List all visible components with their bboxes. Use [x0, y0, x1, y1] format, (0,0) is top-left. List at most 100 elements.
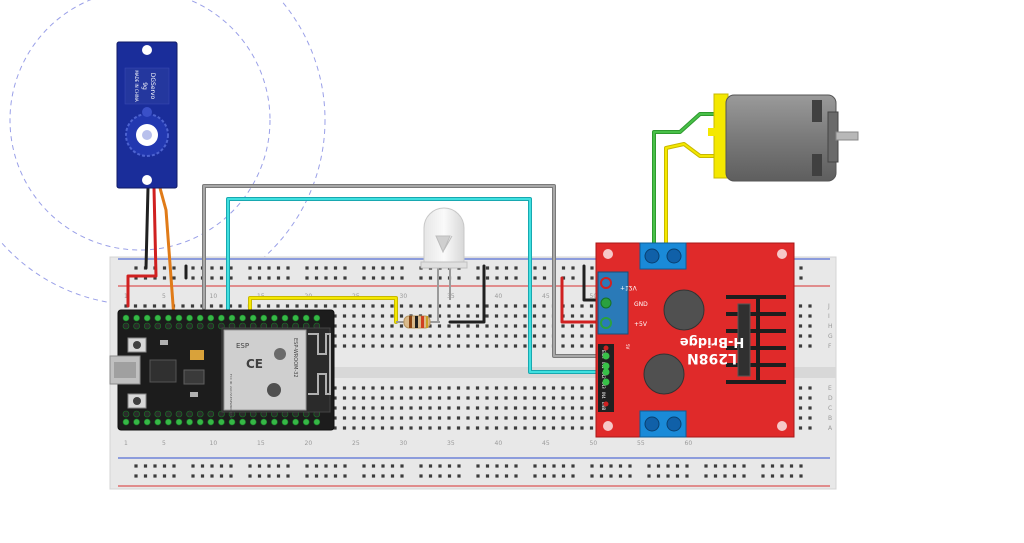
- breadboard-hole: [428, 314, 432, 318]
- breadboard-hole: [342, 324, 347, 328]
- esp32-pin: [175, 322, 183, 330]
- breadboard-hole: [504, 334, 508, 338]
- esp32-pin: [271, 314, 278, 322]
- breadboard-hole: [570, 324, 575, 328]
- breadboard-hole: [523, 426, 527, 430]
- breadboard-hole: [570, 304, 575, 308]
- breadboard-hole: [438, 464, 442, 468]
- esp32-pin: [196, 418, 204, 426]
- breadboard-hole: [656, 474, 661, 478]
- breadboard-hole: [789, 464, 794, 468]
- breadboard-hole: [542, 266, 547, 270]
- breadboard-hole: [570, 396, 575, 400]
- breadboard-hole: [390, 324, 394, 328]
- breadboard-hole: [513, 406, 518, 410]
- breadboard-hole: [229, 464, 233, 468]
- breadboard-hole: [798, 324, 803, 328]
- breadboard-hole: [808, 416, 812, 420]
- breadboard-hole: [494, 314, 499, 318]
- breadboard-hole: [513, 396, 518, 400]
- breadboard-hole: [380, 406, 385, 410]
- breadboard-hole: [551, 396, 556, 400]
- chip-label: L298N: [687, 350, 737, 366]
- breadboard-hole: [352, 344, 356, 348]
- breadboard-hole: [361, 416, 366, 420]
- breadboard-hole: [808, 386, 812, 390]
- breadboard-hole: [799, 464, 803, 468]
- breadboard-hole: [589, 386, 594, 390]
- esp32-pin: [122, 322, 130, 330]
- breadboard-hole: [381, 266, 385, 270]
- esp32-pin: [154, 410, 162, 418]
- breadboard-hole: [219, 474, 224, 478]
- breadboard-hole: [523, 304, 527, 308]
- breadboard-hole: [485, 386, 489, 390]
- breadboard-hole: [466, 386, 470, 390]
- breadboard-hole: [561, 464, 566, 468]
- breadboard-hole: [456, 386, 461, 390]
- column-number-label: 40: [495, 440, 503, 447]
- esp32-pin: [218, 314, 225, 322]
- breadboard-hole: [172, 474, 176, 478]
- breadboard-hole: [409, 344, 413, 348]
- breadboard-hole: [798, 314, 803, 318]
- breadboard-hole: [143, 304, 147, 308]
- breadboard-hole: [770, 474, 775, 478]
- breadboard-hole: [333, 276, 338, 280]
- column-number-label: 45: [542, 440, 550, 447]
- breadboard-hole: [333, 304, 337, 308]
- breadboard-hole: [352, 386, 356, 390]
- column-number-label: 30: [400, 293, 408, 300]
- breadboard-hole: [210, 464, 214, 468]
- breadboard-hole: [485, 304, 489, 308]
- breadboard-hole: [428, 276, 433, 280]
- breadboard-hole: [399, 406, 404, 410]
- breadboard-hole: [485, 266, 490, 270]
- breadboard-hole: [447, 474, 452, 478]
- breadboard-hole: [124, 304, 128, 308]
- breadboard-hole: [191, 266, 195, 270]
- breadboard-hole: [533, 276, 537, 280]
- breadboard-hole: [418, 344, 423, 348]
- breadboard-hole: [456, 304, 461, 308]
- esp32-pin: [196, 410, 204, 418]
- esp32-pin: [122, 314, 130, 322]
- breadboard-hole: [504, 406, 508, 410]
- breadboard-hole: [494, 324, 499, 328]
- breadboard-hole: [191, 276, 195, 280]
- breadboard-hole: [371, 386, 375, 390]
- breadboard-hole: [257, 304, 261, 308]
- breadboard-hole: [589, 324, 594, 328]
- breadboard-hole: [267, 266, 271, 270]
- in2-label: IN2: [601, 372, 606, 379]
- breadboard-hole: [457, 464, 461, 468]
- breadboard-hole: [418, 386, 423, 390]
- breadboard-hole: [504, 314, 508, 318]
- breadboard-hole: [675, 464, 680, 468]
- esp32-pin: [133, 418, 140, 426]
- breadboard-hole: [466, 334, 470, 338]
- breadboard-hole: [495, 266, 499, 270]
- breadboard-hole: [428, 426, 432, 430]
- breadboard-hole: [399, 314, 404, 318]
- breadboard-hole: [134, 276, 138, 280]
- esp32-pin: [302, 314, 310, 322]
- breadboard-hole: [143, 474, 148, 478]
- breadboard-hole: [380, 416, 385, 420]
- breadboard-hole: [437, 416, 442, 420]
- breadboard-hole: [162, 304, 166, 308]
- breadboard-hole: [808, 304, 812, 308]
- breadboard-hole: [808, 324, 812, 328]
- row-letter-label: B: [828, 415, 832, 422]
- column-number-label: 1: [124, 293, 128, 300]
- breadboard-hole: [390, 426, 394, 430]
- esp32-pin: [281, 314, 289, 322]
- motor-yellow-wire: [664, 142, 718, 250]
- resistor: [396, 315, 440, 329]
- breadboard-hole: [314, 474, 319, 478]
- breadboard-hole: [447, 396, 451, 400]
- servo-brown-wire: [144, 186, 150, 270]
- breadboard-hole: [314, 304, 318, 308]
- esp32-pin: [249, 314, 257, 322]
- breadboard-hole: [713, 464, 718, 468]
